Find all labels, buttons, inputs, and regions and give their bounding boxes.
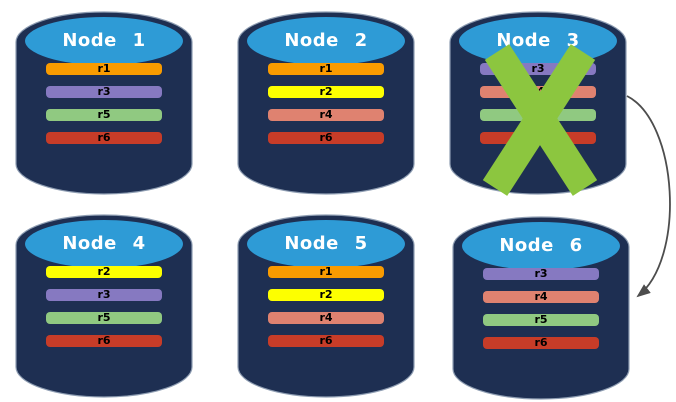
database-cylinder-icon [15, 11, 193, 195]
replica-bar: r1 [46, 63, 162, 75]
node-4: Node 4 r2 r3 r5 r6 [13, 211, 195, 401]
failure-x-icon [482, 44, 598, 196]
replica-bar: r3 [46, 289, 162, 301]
node-title: Node 6 [499, 235, 583, 256]
replica-bar: r6 [46, 132, 162, 144]
node-1: Node 1 r1 r3 r5 r6 [13, 8, 195, 198]
replica-bar: r5 [46, 312, 162, 324]
node-5: Node 5 r1 r2 r4 r6 [235, 211, 417, 401]
replica-bar: r3 [483, 268, 599, 280]
node-title: Node 3 [496, 30, 580, 51]
database-cylinder-icon [15, 214, 193, 398]
replica-bar: r1 [268, 266, 384, 278]
replica-bar: r1 [268, 63, 384, 75]
replica-bar: r3 [46, 86, 162, 98]
replica-bar: r6 [268, 335, 384, 347]
node-title: Node 1 [62, 30, 146, 51]
replica-bar: r5 [483, 314, 599, 326]
node-2: Node 2 r1 r2 r4 r6 [235, 8, 417, 198]
database-cylinder-icon [237, 214, 415, 398]
database-cylinder-icon [452, 216, 630, 400]
replica-bar: r6 [483, 337, 599, 349]
replica-bar: r6 [268, 132, 384, 144]
replica-bar: r2 [268, 289, 384, 301]
replica-bar: r4 [483, 291, 599, 303]
replica-bar: r4 [268, 312, 384, 324]
node-title: Node 5 [284, 233, 368, 254]
node-3: Node 3 r3 r4 r5 r6 [447, 8, 629, 198]
node-title: Node 4 [62, 233, 146, 254]
replica-bar: r2 [268, 86, 384, 98]
node-title: Node 2 [284, 30, 368, 51]
replica-bar: r4 [268, 109, 384, 121]
replica-bar: r5 [46, 109, 162, 121]
replica-bar: r6 [46, 335, 162, 347]
node-6: Node 6 r3 r4 r5 r6 [450, 213, 632, 402]
replica-bar: r2 [46, 266, 162, 278]
